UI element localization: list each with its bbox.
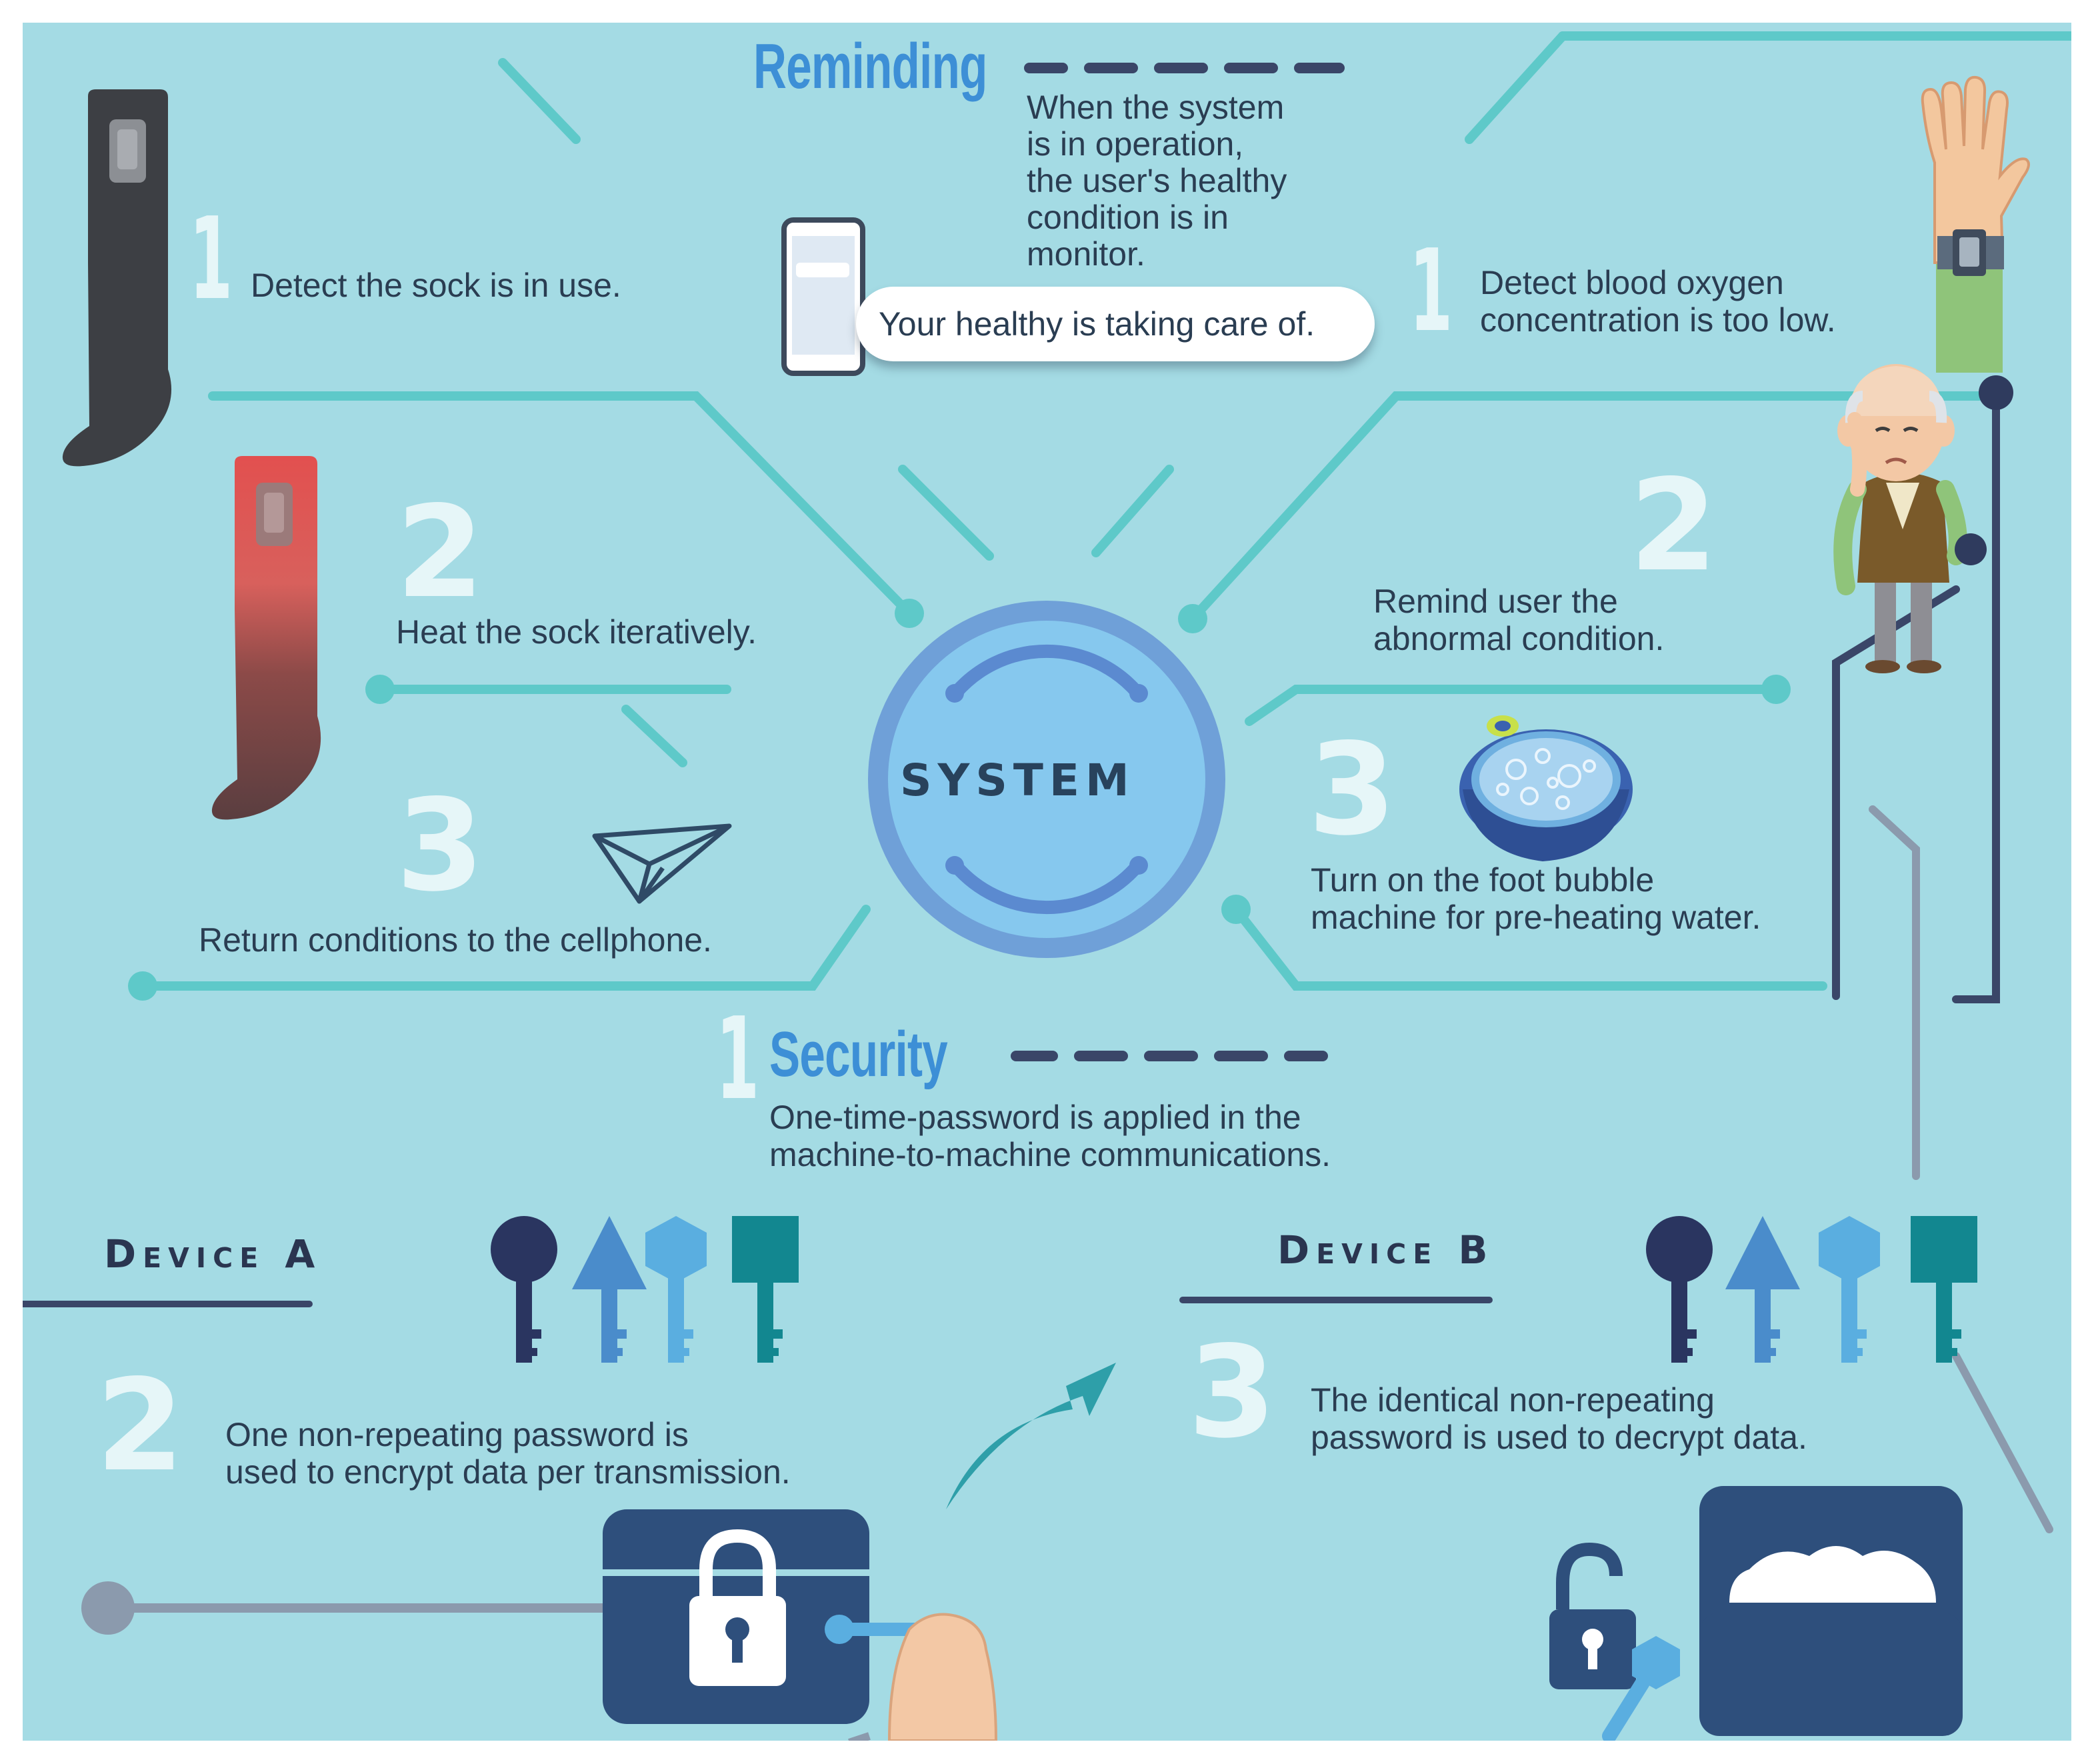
left-step-3-number: 3 xyxy=(396,772,485,919)
left-step-1-text: Detect the sock is in use. xyxy=(251,267,621,304)
reminding-heading: Reminding xyxy=(753,31,987,102)
security-heading: Security xyxy=(769,1019,948,1090)
device-a-step-text: One non-repeating password is used to en… xyxy=(225,1416,791,1491)
system-label: SYSTEM xyxy=(900,755,1135,806)
reminding-line-4: condition is in xyxy=(1027,199,1229,236)
right-step-3-line-1: Turn on the foot bubble xyxy=(1311,861,1655,899)
wrist-sensor-icon xyxy=(1921,75,2030,373)
reminding-line-3: the user's healthy xyxy=(1027,162,1287,199)
device-a-step-number: 2 xyxy=(96,1352,185,1499)
security-description: One-time-password is applied in the mach… xyxy=(769,1099,1331,1173)
left-step-3-text: Return conditions to the cellphone. xyxy=(199,921,712,959)
right-step-3-text: Turn on the foot bubble machine for pre-… xyxy=(1311,861,1761,936)
device-b-step-number: 3 xyxy=(1188,1319,1277,1466)
device-b-line-1: The identical non-repeating xyxy=(1311,1381,1715,1419)
right-step-1-line-1: Detect blood oxygen xyxy=(1480,264,1784,301)
circuit-lines xyxy=(138,31,2071,991)
security-line-2: machine-to-machine communications. xyxy=(769,1136,1331,1173)
heading-dashes xyxy=(1011,63,1345,1061)
right-step-3-line-2: machine for pre-heating water. xyxy=(1311,899,1761,936)
reminding-line-1: When the system xyxy=(1027,89,1285,126)
reminding-line-5: monitor. xyxy=(1027,235,1145,273)
phone-speech-bubble: Your healthy is taking care of. xyxy=(856,287,1375,361)
foot-bubble-machine-icon xyxy=(1459,715,1633,861)
infographic-panel: Reminding When the system is in operatio… xyxy=(23,23,2071,1741)
security-line-1: One-time-password is applied in the xyxy=(769,1099,1301,1136)
device-a-keys xyxy=(491,1216,799,1363)
sock-icon xyxy=(62,89,172,467)
diagram-artwork xyxy=(23,31,2071,1741)
paper-plane-icon xyxy=(592,823,732,904)
device-b-keys xyxy=(1646,1216,1977,1363)
device-a-label: Device A xyxy=(104,1231,322,1277)
device-a-line-1: One non-repeating password is xyxy=(225,1416,689,1453)
left-step-2-text: Heat the sock iteratively. xyxy=(396,613,757,651)
device-a-line-2: used to encrypt data per transmission. xyxy=(225,1453,791,1491)
circuit-nodes xyxy=(128,599,1791,1001)
phone-icon xyxy=(781,217,865,376)
device-underlines xyxy=(23,1297,1493,1307)
reminding-description: When the system is in operation, the use… xyxy=(1027,89,1287,273)
locked-chest-icon xyxy=(81,1509,998,1741)
right-step-2-line-2: abnormal condition. xyxy=(1373,620,1665,657)
reminding-line-2: is in operation, xyxy=(1027,125,1244,163)
bubble-text: Your healthy is taking care of. xyxy=(879,305,1315,343)
heated-sock-icon xyxy=(211,456,321,820)
left-step-1-number: 1 xyxy=(189,193,233,325)
right-step-3-number: 3 xyxy=(1308,716,1397,863)
unlocked-chest-icon xyxy=(1549,1486,1963,1741)
right-step-2-text: Remind user the abnormal condition. xyxy=(1373,583,1664,657)
device-b-line-2: password is used to decrypt data. xyxy=(1311,1419,1807,1456)
right-step-1-text: Detect blood oxygen concentration is too… xyxy=(1480,264,1836,339)
right-step-2-line-1: Remind user the xyxy=(1373,583,1618,620)
device-b-label: Device B xyxy=(1277,1227,1495,1273)
elderly-user-icon xyxy=(1833,364,1987,673)
transmission-arrow-icon xyxy=(946,1363,1116,1509)
security-number: 1 xyxy=(716,993,760,1125)
right-step-2-number: 2 xyxy=(1629,452,1718,599)
device-b-step-text: The identical non-repeating password is … xyxy=(1311,1381,1807,1456)
right-step-1-line-2: concentration is too low. xyxy=(1480,301,1836,339)
right-step-1-number: 1 xyxy=(1409,225,1453,357)
left-step-2-number: 2 xyxy=(396,479,485,626)
system-hub xyxy=(868,601,1225,958)
